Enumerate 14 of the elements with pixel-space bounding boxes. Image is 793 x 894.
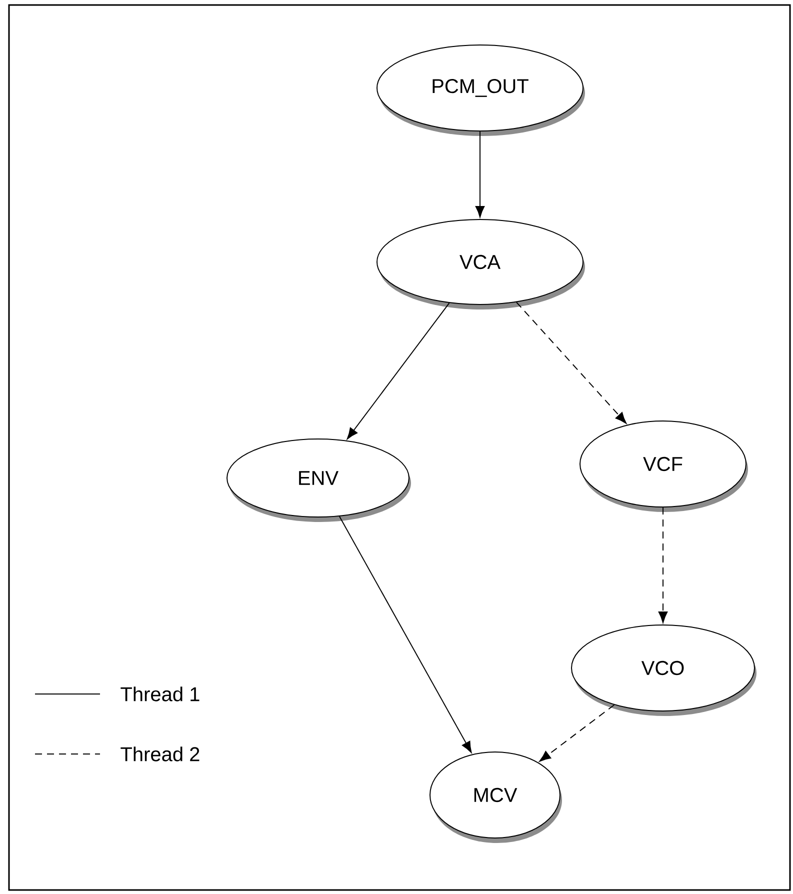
ellipse-node: VCF	[580, 420, 748, 512]
arrow	[338, 516, 472, 753]
legend-label: Thread 1	[120, 686, 200, 702]
arrow	[539, 704, 615, 762]
ellipse-node: VCA	[376, 219, 585, 310]
ellipse-node: MCV	[430, 752, 562, 843]
ellipse-node: PCM_OUT	[376, 44, 585, 136]
legend-label: Thread 2	[120, 746, 200, 762]
arrow	[516, 302, 627, 424]
arrow	[475, 131, 485, 218]
ellipse-node: VCO	[571, 624, 756, 716]
ellipse-node: ENV	[226, 438, 411, 522]
arrow	[658, 507, 668, 623]
arrow	[346, 302, 450, 440]
